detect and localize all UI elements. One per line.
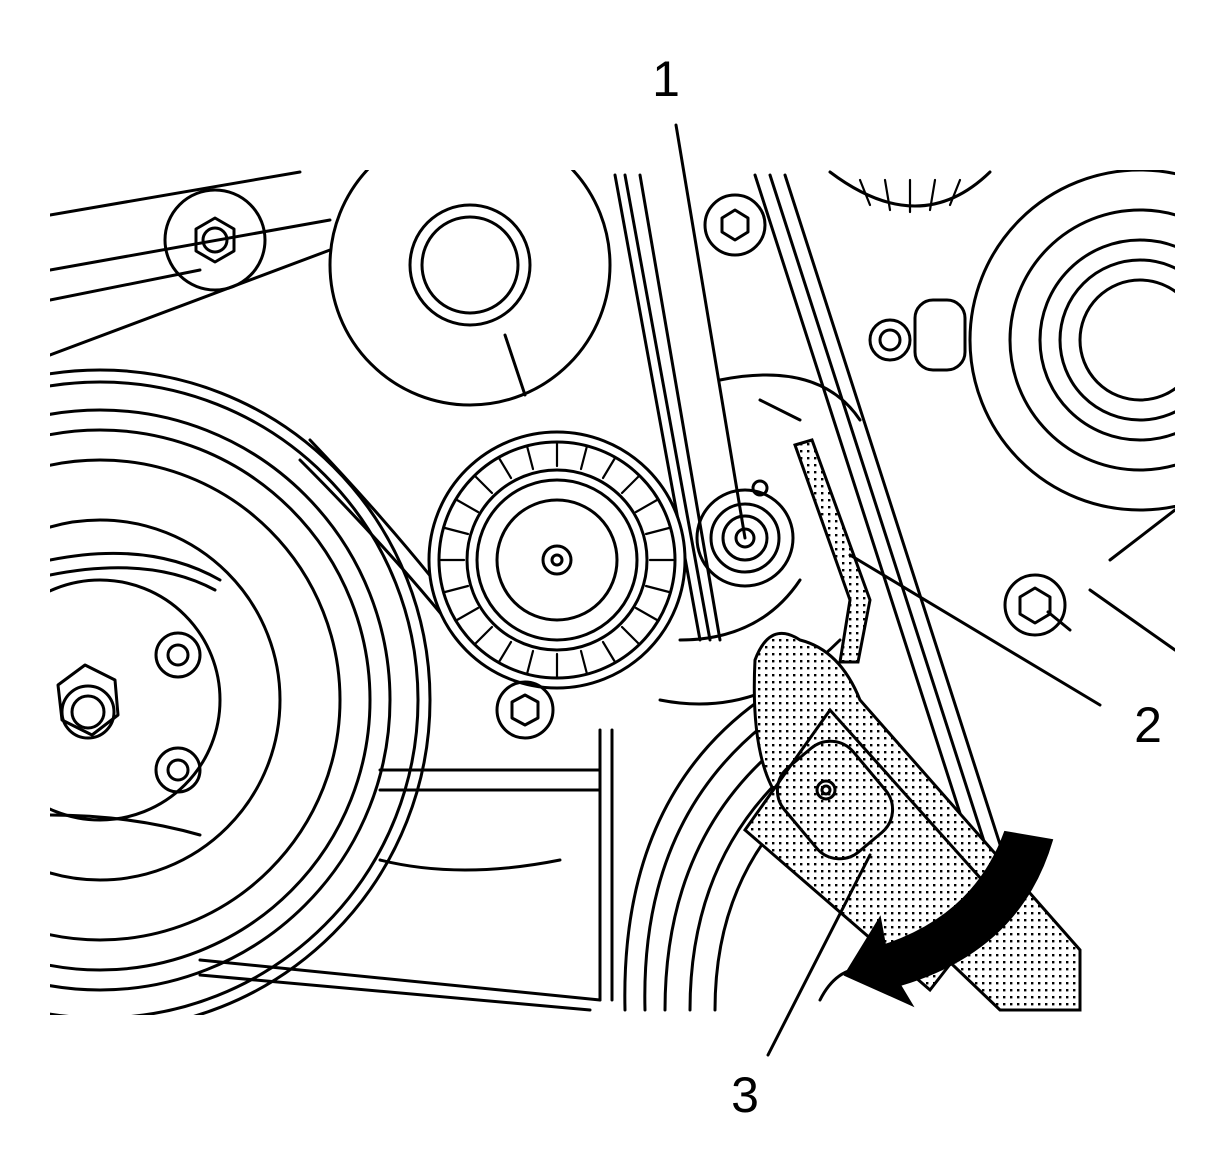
lower-bracket bbox=[198, 680, 614, 1012]
alternator-pulley bbox=[703, 170, 1175, 512]
upper-pulley bbox=[328, 170, 612, 407]
upper-left-bracket bbox=[50, 170, 332, 357]
ac-compressor-pulley bbox=[623, 698, 882, 1012]
leader-2 bbox=[848, 553, 1102, 707]
callout-1: 1 bbox=[652, 51, 680, 107]
tensioner-arm bbox=[793, 438, 872, 664]
callout-leaders bbox=[674, 123, 1102, 1057]
idler-pulley bbox=[427, 430, 687, 690]
callout-2: 2 bbox=[1134, 697, 1162, 753]
callout-3: 3 bbox=[731, 1067, 759, 1123]
crankshaft-pulley bbox=[50, 368, 432, 1015]
right-bolt bbox=[1003, 508, 1175, 652]
leader-3 bbox=[766, 853, 872, 1057]
leader-1 bbox=[674, 123, 747, 540]
engine-drawing bbox=[50, 170, 1175, 1015]
rotation-arrow-icon bbox=[843, 830, 1054, 1008]
